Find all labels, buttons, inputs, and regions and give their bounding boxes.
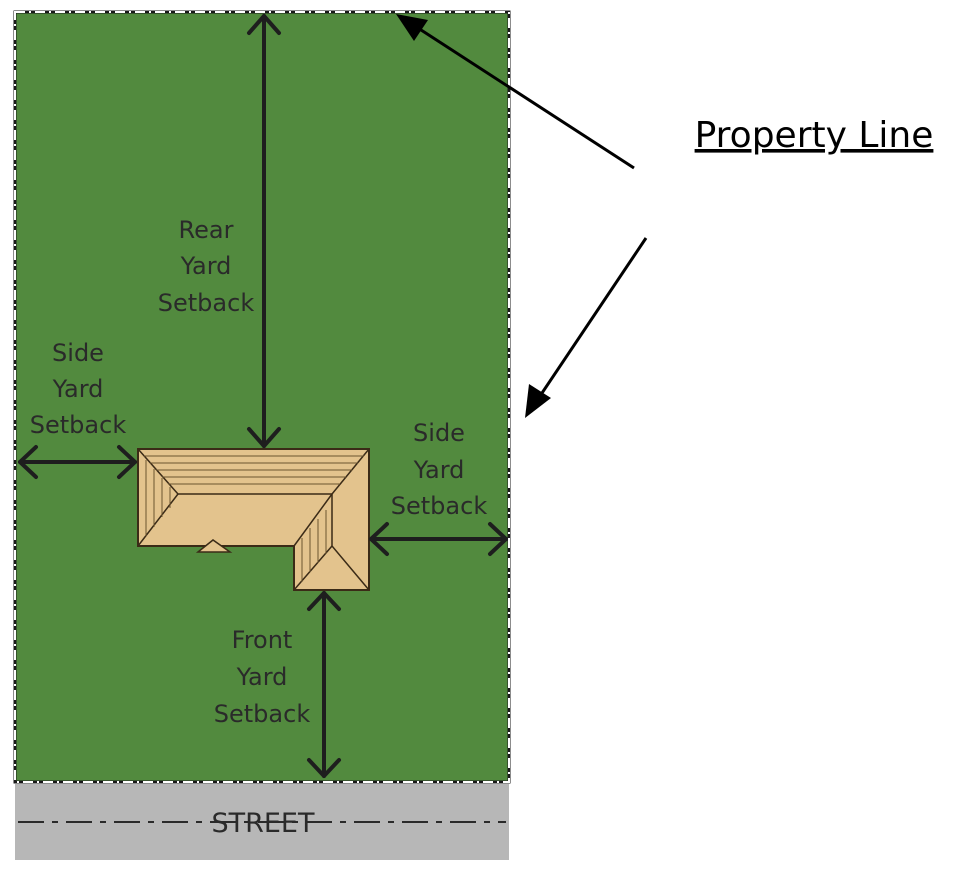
svg-text:Rear: Rear (179, 216, 234, 244)
right-side-yard-setback-label: Side Yard Setback (391, 419, 488, 520)
left-side-yard-arrow (18, 445, 137, 479)
house-roof (137, 448, 370, 591)
svg-text:Side: Side (413, 419, 465, 447)
svg-text:Yard: Yard (413, 456, 465, 484)
svg-text:Setback: Setback (214, 700, 311, 728)
property-line (13, 10, 511, 784)
svg-text:Side: Side (52, 339, 104, 367)
property-line-pointer-top (396, 14, 635, 170)
svg-text:Setback: Setback (391, 492, 488, 520)
svg-text:Yard: Yard (180, 252, 232, 280)
rear-yard-setback-label: Rear Yard Setback (158, 216, 255, 317)
property-line-label: Property Line (695, 115, 934, 156)
street-label: STREET (211, 808, 315, 839)
rear-yard-arrow (247, 14, 281, 448)
svg-text:Yard: Yard (52, 375, 104, 403)
right-side-yard-arrow (369, 522, 508, 556)
property-line-pointer-side (525, 237, 648, 418)
front-yard-setback-label: Front Yard Setback (214, 626, 311, 728)
left-side-yard-setback-label: Side Yard Setback (30, 339, 127, 439)
svg-text:Front: Front (232, 626, 293, 654)
svg-text:Setback: Setback (158, 289, 255, 317)
front-yard-arrow (307, 591, 341, 778)
svg-text:Setback: Setback (30, 411, 127, 439)
svg-text:Yard: Yard (236, 663, 288, 691)
